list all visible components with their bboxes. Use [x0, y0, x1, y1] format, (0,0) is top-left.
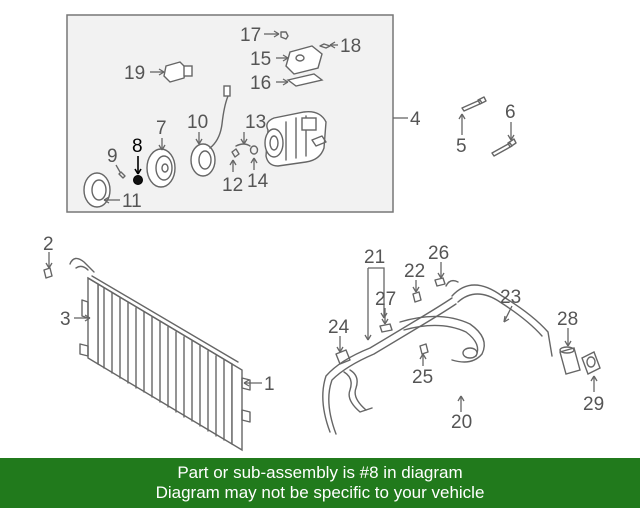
part-8-shape	[133, 175, 143, 185]
compressor-body-shape	[264, 111, 327, 167]
callout-4: 4	[410, 109, 421, 130]
callout-10: 10	[187, 112, 208, 133]
callout-11: 11	[122, 191, 142, 212]
callout-21: 21	[364, 247, 385, 268]
part-28-shape	[559, 346, 581, 375]
callout-16: 16	[250, 73, 271, 94]
callout-3: 3	[60, 309, 71, 330]
part-20-shape	[399, 315, 485, 363]
part-19-shape	[163, 61, 193, 83]
part-22-shape	[412, 291, 422, 303]
part-6-shape	[491, 138, 517, 157]
callout-9: 9	[107, 146, 118, 167]
part-27-shape	[379, 323, 393, 333]
part-16-shape	[286, 73, 324, 87]
callout-28: 28	[557, 309, 578, 330]
condenser-shape	[69, 257, 251, 452]
part-14-shape	[249, 145, 259, 155]
callout-24: 24	[328, 317, 350, 338]
callout-18: 18	[340, 36, 361, 57]
callout-1: 1	[264, 374, 275, 395]
part-10-shape	[190, 85, 231, 177]
callout-29: 29	[583, 394, 604, 415]
callout-14: 14	[247, 171, 269, 192]
part-17-shape	[280, 31, 289, 40]
part-21-shape	[322, 297, 457, 435]
callout-27: 27	[375, 289, 396, 310]
banner-line-disclaimer: Diagram may not be specific to your vehi…	[155, 483, 485, 502]
part-7-shape	[146, 148, 176, 188]
callout-19: 19	[124, 63, 145, 84]
part-25-shape	[419, 343, 429, 355]
callout-6: 6	[505, 102, 516, 123]
callout-15: 15	[250, 49, 271, 70]
part-24-shape	[335, 349, 351, 365]
part-18-shape	[319, 43, 331, 49]
part-5-shape	[461, 96, 487, 112]
part-23-shape	[445, 279, 553, 357]
callout-2: 2	[43, 234, 54, 255]
callout-25: 25	[412, 367, 433, 388]
callout-23: 23	[500, 287, 521, 308]
callout-7: 7	[156, 118, 167, 139]
banner-line-part: Part or sub-assembly is #8 in diagram	[177, 463, 463, 482]
callout-12: 12	[222, 175, 243, 196]
callout-22: 22	[404, 261, 425, 282]
parts-diagram: 1 2 3 4 5 6 7 8 9 10 11 12 13 14 15 16 1…	[43, 14, 604, 452]
compressor-assembly-box	[66, 14, 394, 213]
part-26-shape	[434, 277, 446, 287]
callout-20: 20	[451, 412, 472, 433]
callout-8: 8	[132, 136, 143, 157]
callout-13: 13	[245, 112, 266, 133]
part-info-banner: Part or sub-assembly is #8 in diagram Di…	[0, 458, 640, 508]
part-9-shape	[118, 171, 126, 179]
callout-17: 17	[240, 25, 261, 46]
part-15-shape	[285, 45, 323, 75]
part-12-shape	[231, 148, 240, 158]
part-11-shape	[83, 172, 111, 208]
callout-26: 26	[428, 243, 449, 264]
callout-5: 5	[456, 136, 467, 157]
part-29-shape	[581, 351, 601, 375]
part-2-shape	[43, 267, 53, 279]
